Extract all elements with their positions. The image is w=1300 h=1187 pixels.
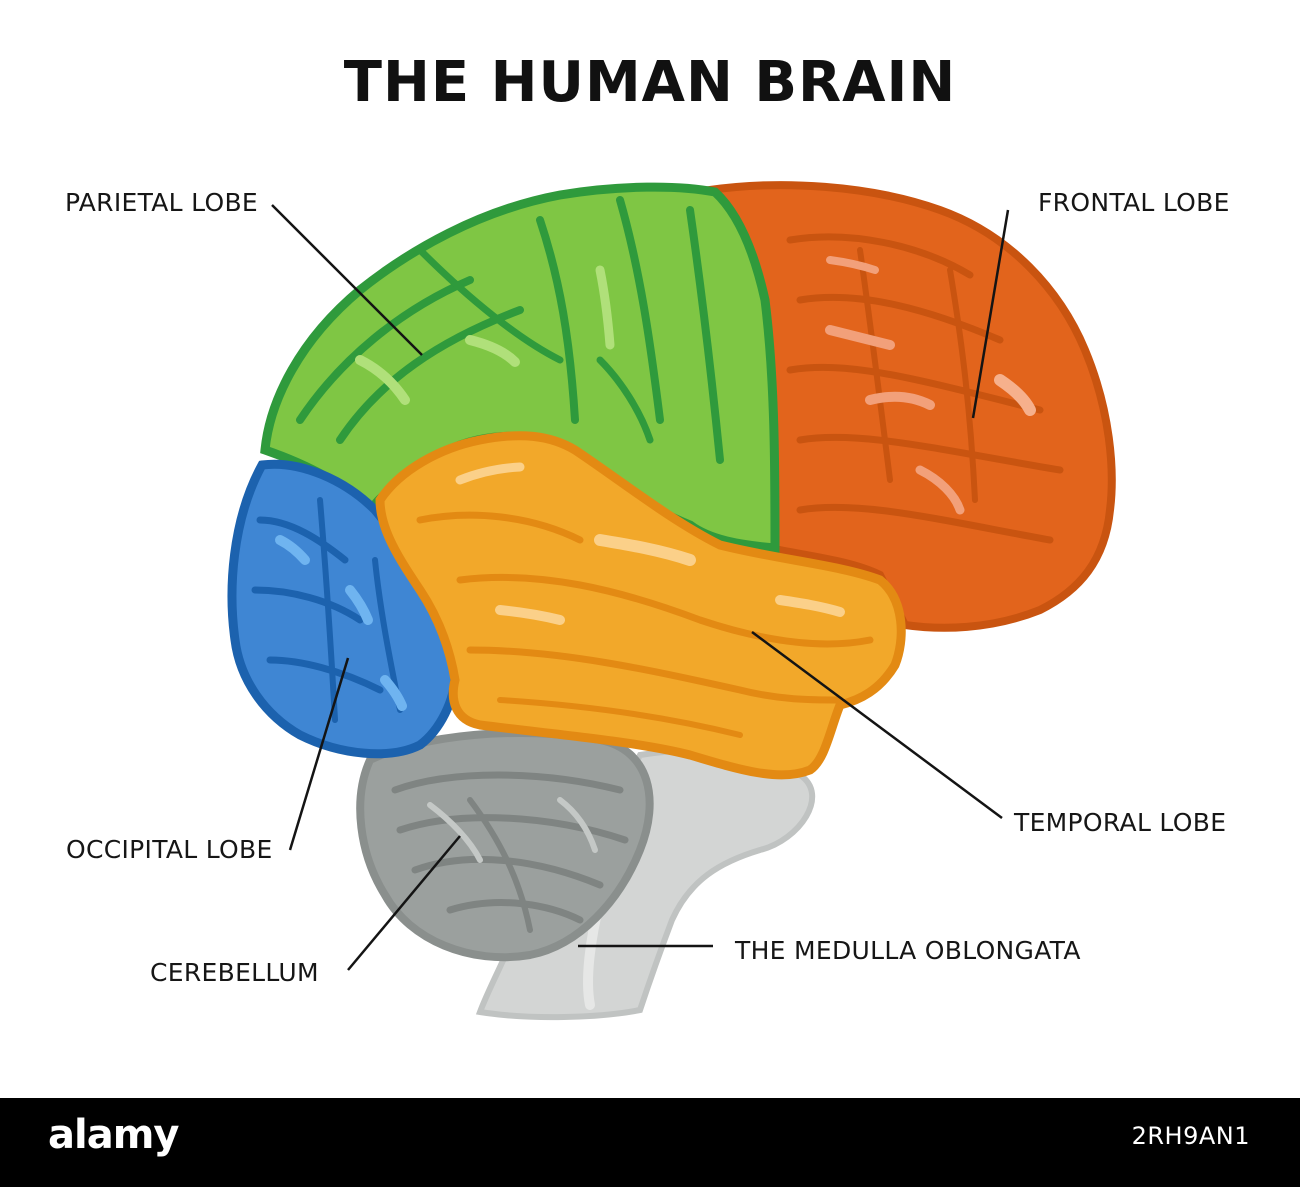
parietal-lobe-region: [260, 182, 780, 553]
image-id-text: 2RH9AN1: [1131, 1122, 1250, 1150]
brand-logo: alamy: [48, 1112, 179, 1158]
frontal-lobe-label: FRONTAL LOBE: [1038, 188, 1230, 217]
medulla-oblongata-label: THE MEDULLA OBLONGATA: [735, 936, 1081, 965]
page-title: THE HUMAN BRAIN: [343, 50, 957, 115]
diagram-stage: THE HUMAN BRAIN: [65, 50, 1230, 1021]
cerebellum-leader-line: [347, 835, 461, 971]
leader-lines: [271, 204, 1010, 971]
temporal-lobe-label: TEMPORAL LOBE: [1014, 808, 1227, 837]
parietal-lobe-label: PARIETAL LOBE: [65, 188, 258, 217]
frontal-leader-line: [971, 209, 1010, 419]
occipital-lobe-label: OCCIPITAL LOBE: [66, 835, 273, 864]
parietal-leader-line: [271, 204, 423, 356]
occipital-leader-line: [288, 657, 350, 851]
brain-illustration: [227, 181, 1116, 1021]
cerebellum-region: [356, 728, 654, 962]
watermark-footer: alamy 2RH9AN1: [0, 1098, 1300, 1187]
cerebellum-label: CEREBELLUM: [150, 958, 319, 987]
temporal-leader-line: [751, 630, 1003, 820]
temporal-lobe-region: [375, 431, 906, 780]
